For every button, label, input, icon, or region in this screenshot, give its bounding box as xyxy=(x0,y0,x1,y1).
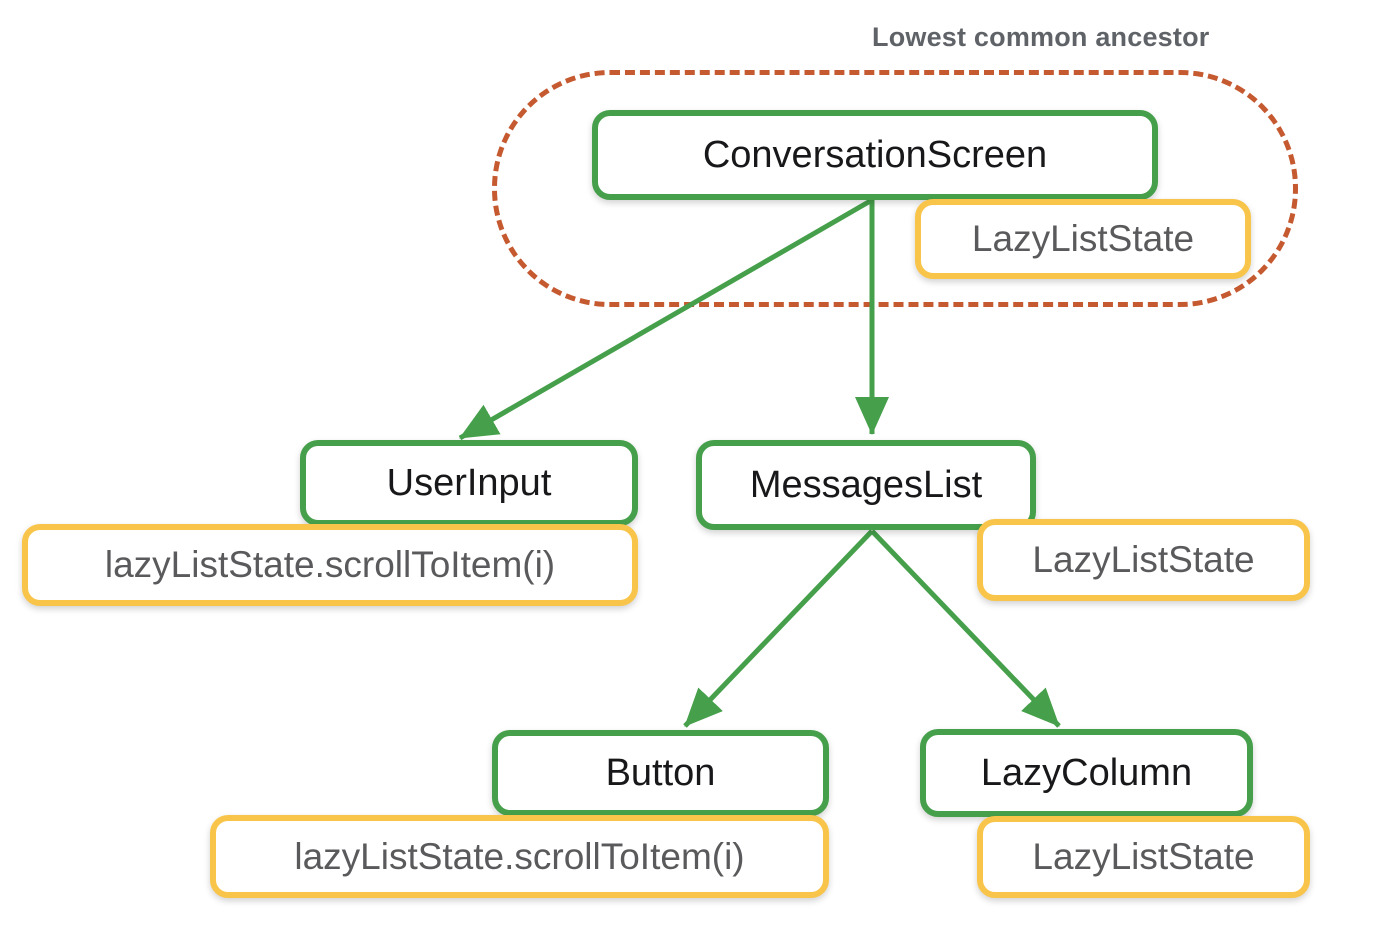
lowest-common-ancestor-region xyxy=(492,70,1298,307)
node-userinput[interactable]: UserInput xyxy=(300,440,638,526)
node-lazycolumn[interactable]: LazyColumn xyxy=(920,729,1253,817)
node-messageslist[interactable]: MessagesList xyxy=(696,440,1036,530)
badge-lazycolumn-lazyliststate[interactable]: LazyListState xyxy=(977,816,1310,898)
badge-conversationscreen-lazyliststate[interactable]: LazyListState xyxy=(915,199,1251,279)
node-button[interactable]: Button xyxy=(492,730,829,816)
node-conversationscreen[interactable]: ConversationScreen xyxy=(592,110,1158,200)
badge-messageslist-lazyliststate[interactable]: LazyListState xyxy=(977,519,1310,601)
lowest-common-ancestor-label: Lowest common ancestor xyxy=(872,22,1210,52)
edge-messageslist-to-button xyxy=(683,529,874,728)
badge-userinput-scrolltoitem[interactable]: lazyListState.scrollToItem(i) xyxy=(22,524,638,606)
badge-button-scrolltoitem[interactable]: lazyListState.scrollToItem(i) xyxy=(210,815,829,898)
